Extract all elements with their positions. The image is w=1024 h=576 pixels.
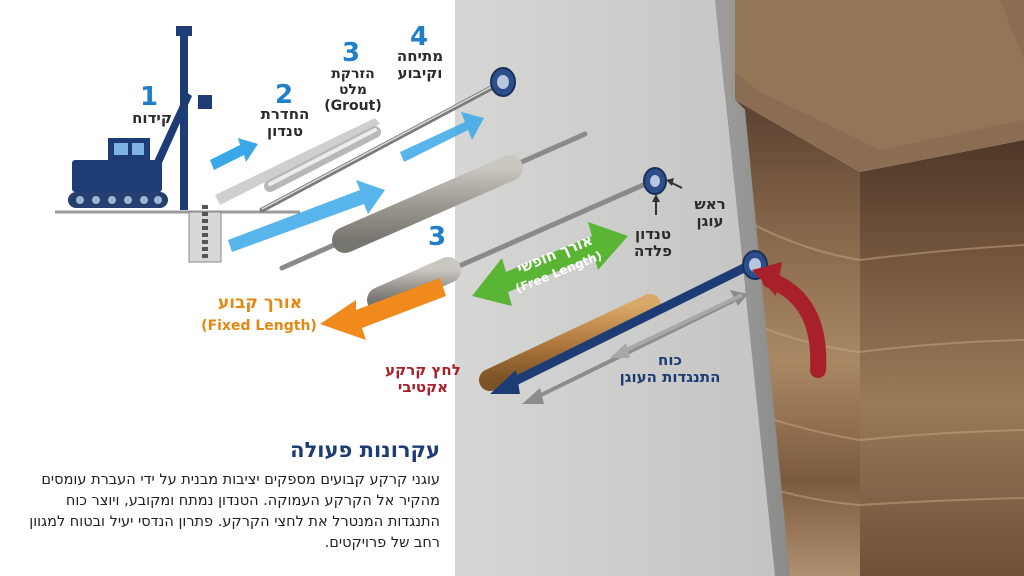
active-earth-pressure-label: לחץ קרקע אקטיבי bbox=[385, 361, 461, 397]
resistance-arrows bbox=[522, 290, 748, 404]
step-4-label: מתיחה וקיבוע bbox=[396, 47, 444, 83]
retaining-wall-side bbox=[715, 0, 790, 576]
fixed-grout-body bbox=[367, 257, 461, 313]
flow-arrows bbox=[210, 112, 484, 252]
step-2-label: החדרת טנדון bbox=[260, 105, 310, 141]
step-4-number: 4 bbox=[410, 22, 429, 52]
step-3-number-second: 3 bbox=[428, 222, 447, 252]
fixed-length-label-en: (Fixed Length) bbox=[201, 318, 317, 334]
step-1-number: 1 bbox=[140, 82, 159, 112]
retaining-wall bbox=[455, 0, 775, 576]
insertion-shadow bbox=[215, 118, 380, 205]
steel-tendon-label: טנדון פלדה bbox=[633, 225, 673, 261]
drill-rig-icon bbox=[68, 26, 212, 210]
grout-body bbox=[332, 155, 523, 253]
anchor-head-label: ראש עוגן bbox=[694, 195, 726, 231]
fixed-length-arrow bbox=[320, 278, 446, 340]
soil-side bbox=[860, 140, 1024, 576]
bond-zone bbox=[479, 294, 661, 391]
anchor-force-arrow bbox=[503, 261, 750, 391]
step-3-label: הזרקת מלט (Grout) bbox=[324, 66, 382, 115]
tendon-tensioned bbox=[259, 83, 498, 213]
step-2-number: 2 bbox=[275, 80, 294, 110]
principles-body: עוגני קרקע קבועים מספקים יציבות מבנית על… bbox=[29, 472, 440, 551]
earth-pressure-arrow bbox=[762, 272, 827, 378]
step-3-number: 3 bbox=[342, 38, 361, 68]
anchor-resistance-label: כוח התנגדות העוגן bbox=[619, 351, 721, 387]
principles-title: עקרונות פעולה bbox=[290, 438, 440, 462]
fixed-length-label-he: אורך קבוע bbox=[217, 293, 303, 313]
free-length-arrow bbox=[472, 222, 628, 306]
step-1-label: קידוח bbox=[132, 109, 172, 127]
pointer-arrows bbox=[652, 178, 683, 215]
